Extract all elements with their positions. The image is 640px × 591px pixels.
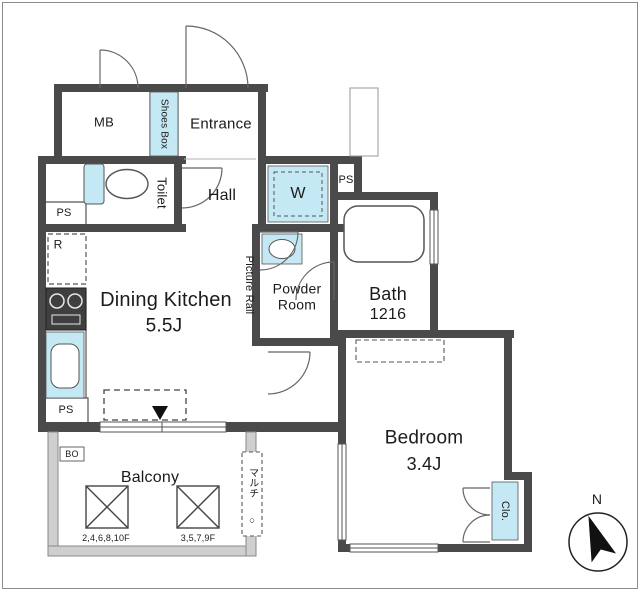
exterior-shaft	[349, 87, 379, 157]
washbasin	[261, 233, 303, 265]
bathtub	[343, 205, 425, 263]
washer-box	[267, 165, 329, 223]
bo-box	[59, 446, 85, 462]
walls	[38, 84, 532, 552]
evac-hatch-right	[176, 485, 220, 529]
label-hatch-left-floors: 2,4,6,8,10F	[82, 532, 130, 543]
room-label-powder-room: Powder Room	[272, 280, 322, 312]
closet-box	[491, 481, 519, 541]
room-label-dining-kitchen: Dining Kitchen	[100, 288, 232, 311]
label-closet: Clo.	[499, 500, 512, 522]
room-size-bath: 1216	[369, 306, 407, 324]
toilet-fixture	[83, 163, 149, 205]
kitchen-sink	[45, 331, 85, 399]
label-hatch-right-floors: 3,5,7,9F	[180, 532, 216, 543]
door-arcs	[99, 25, 491, 543]
room-label-mb: MB	[94, 114, 114, 130]
label-ps-top-right: PS	[338, 173, 354, 186]
room-size-bedroom: 3.4J	[406, 453, 442, 474]
room-size-dining-kitchen: 5.5J	[145, 315, 183, 337]
shoes-box	[149, 91, 179, 157]
label-partition-mark: ○	[248, 515, 256, 527]
label-fridge: R	[53, 237, 63, 252]
triangle-marker	[152, 406, 168, 420]
stove	[45, 287, 87, 331]
room-label-bath: Bath	[369, 283, 407, 304]
partition-board	[241, 451, 263, 537]
label-partition: マルチ	[246, 467, 258, 499]
room-label-balcony: Balcony	[120, 469, 180, 487]
label-ps-left-upper: PS	[56, 206, 72, 219]
room-label-toilet: Toilet	[154, 177, 170, 209]
room-label-shoes-box: Shoes Box	[158, 98, 170, 150]
room-label-entrance: Entrance	[190, 115, 252, 133]
label-ps-left-lower: PS	[58, 403, 74, 416]
label-washer: W	[290, 185, 306, 203]
compass	[568, 512, 628, 572]
room-label-hall: Hall	[207, 187, 237, 205]
dashed-bedroom	[355, 339, 445, 363]
balcony-walls	[47, 431, 257, 557]
label-bo: BO	[65, 448, 79, 459]
dashed-table	[103, 389, 187, 421]
label-picture-rail: Picture Rail	[243, 255, 256, 315]
evac-hatch-left	[85, 485, 129, 529]
compass-north-label: N	[591, 491, 603, 508]
fridge-outline	[47, 233, 87, 285]
windows	[99, 209, 439, 553]
room-label-bedroom: Bedroom	[384, 427, 464, 449]
